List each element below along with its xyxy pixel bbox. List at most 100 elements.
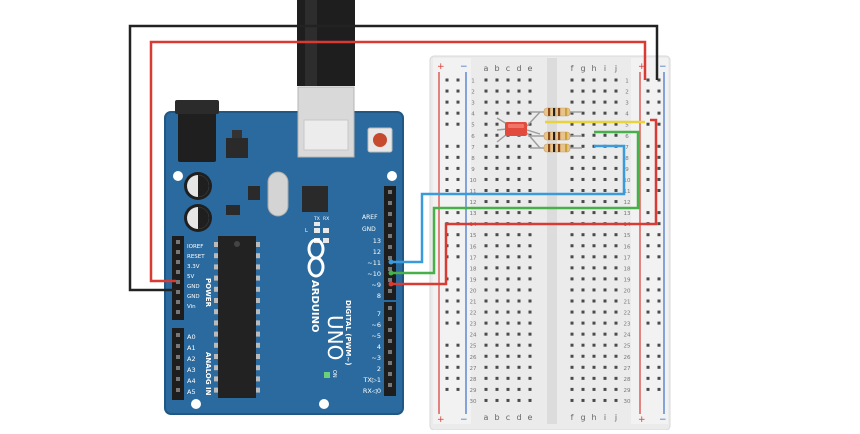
wire-pin10-green[interactable] [391,130,640,275]
rail-hole[interactable] [646,166,650,170]
breadboard-hole[interactable] [495,332,499,336]
rail-hole[interactable] [657,144,661,148]
breadboard-hole[interactable] [614,277,618,281]
breadboard-hole[interactable] [570,321,574,325]
breadboard-hole[interactable] [603,177,607,181]
breadboard-hole[interactable] [603,343,607,347]
breadboard-hole[interactable] [495,144,499,148]
breadboard-hole[interactable] [484,144,488,148]
breadboard-hole[interactable] [603,310,607,314]
breadboard-hole[interactable] [592,89,596,93]
resistor[interactable] [530,107,582,117]
breadboard-hole[interactable] [570,166,574,170]
rail-hole[interactable] [445,89,449,93]
breadboard-hole[interactable] [517,266,521,270]
breadboard-hole[interactable] [614,387,618,391]
header-pin[interactable] [176,377,180,381]
rail-hole[interactable] [456,321,460,325]
breadboard-hole[interactable] [581,387,585,391]
breadboard-hole[interactable] [528,376,532,380]
rail-hole[interactable] [646,177,650,181]
breadboard-hole[interactable] [581,321,585,325]
breadboard-hole[interactable] [592,122,596,126]
rail-hole[interactable] [657,222,661,226]
breadboard-hole[interactable] [517,398,521,402]
breadboard-hole[interactable] [603,133,607,137]
header-pin[interactable] [176,310,180,314]
breadboard-hole[interactable] [614,189,618,192]
breadboard-hole[interactable] [592,244,596,248]
header-pin[interactable] [388,361,392,365]
breadboard-hole[interactable] [570,122,574,126]
breadboard-hole[interactable] [603,299,607,303]
breadboard-hole[interactable] [495,343,499,347]
breadboard-hole[interactable] [528,398,532,402]
breadboard-hole[interactable] [581,288,585,292]
breadboard-hole[interactable] [517,255,521,259]
breadboard-hole[interactable] [570,144,574,148]
breadboard-hole[interactable] [592,376,596,380]
header-pin[interactable] [176,300,180,304]
breadboard-hole[interactable] [614,376,618,380]
breadboard-hole[interactable] [581,111,585,115]
breadboard-hole[interactable] [495,376,499,380]
breadboard-hole[interactable] [614,288,618,292]
breadboard-hole[interactable] [592,155,596,159]
breadboard-hole[interactable] [603,189,607,192]
breadboard-hole[interactable] [506,166,510,170]
breadboard-hole[interactable] [495,78,499,82]
breadboard-hole[interactable] [592,233,596,237]
breadboard-hole[interactable] [570,155,574,159]
breadboard-hole[interactable] [517,111,521,115]
header-pin[interactable] [388,278,392,282]
breadboard-hole[interactable] [495,321,499,325]
breadboard-hole[interactable] [484,177,488,181]
rail-hole[interactable] [657,288,661,292]
breadboard-hole[interactable] [603,166,607,170]
breadboard-hole[interactable] [517,166,521,170]
breadboard-hole[interactable] [581,100,585,104]
breadboard-hole[interactable] [506,200,510,204]
breadboard-hole[interactable] [506,321,510,325]
rail-hole[interactable] [445,211,449,215]
header-pin[interactable] [176,260,180,264]
breadboard-hole[interactable] [517,387,521,391]
breadboard-hole[interactable] [495,266,499,270]
breadboard-hole[interactable] [517,155,521,159]
rail-hole[interactable] [646,310,650,314]
rail-hole[interactable] [456,233,460,237]
breadboard-hole[interactable] [506,277,510,281]
reset-button-cap[interactable] [373,133,387,147]
rail-hole[interactable] [456,166,460,170]
breadboard-hole[interactable] [592,211,596,215]
breadboard-hole[interactable] [517,233,521,237]
rail-hole[interactable] [456,122,460,126]
rail-hole[interactable] [657,155,661,159]
breadboard-hole[interactable] [570,387,574,391]
breadboard-hole[interactable] [506,100,510,104]
breadboard-hole[interactable] [603,365,607,369]
breadboard-hole[interactable] [570,89,574,93]
breadboard-hole[interactable] [484,233,488,237]
breadboard-hole[interactable] [484,343,488,347]
breadboard-hole[interactable] [592,189,596,192]
breadboard-hole[interactable] [603,376,607,380]
rail-hole[interactable] [646,122,650,126]
breadboard-hole[interactable] [592,133,596,137]
breadboard-hole[interactable] [484,155,488,159]
rail-hole[interactable] [456,100,460,104]
breadboard-hole[interactable] [570,78,574,82]
rail-hole[interactable] [456,144,460,148]
breadboard-hole[interactable] [506,144,510,148]
breadboard-hole[interactable] [495,100,499,104]
breadboard-hole[interactable] [495,354,499,358]
rail-hole[interactable] [657,78,661,82]
breadboard-hole[interactable] [506,299,510,303]
breadboard-hole[interactable] [614,299,618,303]
breadboard-hole[interactable] [614,266,618,270]
breadboard-hole[interactable] [528,310,532,314]
breadboard-hole[interactable] [603,211,607,215]
breadboard-hole[interactable] [506,310,510,314]
breadboard-hole[interactable] [484,398,488,402]
breadboard-hole[interactable] [484,255,488,259]
